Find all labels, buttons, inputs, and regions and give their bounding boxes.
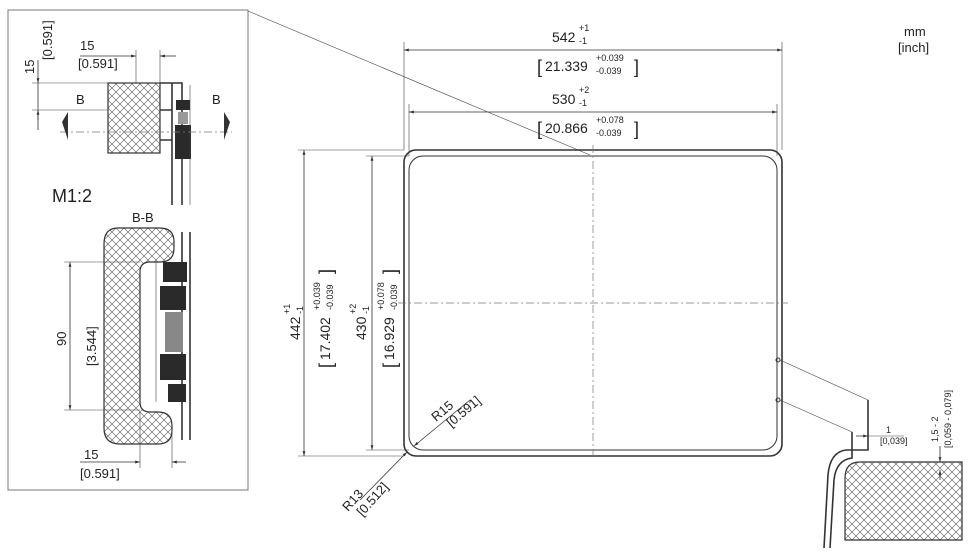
outer-width-tol-upper: +1 bbox=[579, 23, 589, 33]
inner-height-tol-lower: -1 bbox=[361, 306, 371, 314]
inner-width-mm: 530 bbox=[552, 91, 576, 107]
section-profile-hatch bbox=[103, 227, 175, 445]
outer-width-inch-lower: -0.039 bbox=[596, 66, 622, 76]
svg-text:[: [ bbox=[537, 119, 542, 139]
outer-height-inch-upper: +0.039 bbox=[312, 282, 322, 310]
svg-text:[: [ bbox=[316, 363, 336, 368]
inner-height-mm: 430 bbox=[353, 316, 369, 340]
section-marker-left: B bbox=[76, 92, 85, 107]
edge-section-hatch bbox=[844, 461, 963, 541]
detail-top-horizontal-mm: 15 bbox=[80, 38, 94, 53]
scale-label: M1:2 bbox=[52, 186, 92, 206]
units-inch: [inch] bbox=[898, 40, 929, 55]
detail-height-mm: 90 bbox=[54, 332, 69, 346]
detail-bottom-horizontal-mm: 15 bbox=[84, 447, 98, 462]
section-marker-right: B bbox=[212, 92, 221, 107]
detail-top-vertical-inch: [0.591] bbox=[40, 20, 55, 60]
svg-text:[: [ bbox=[537, 57, 542, 77]
outer-height-inch: 17.402 bbox=[317, 317, 333, 360]
outer-height-mm: 442 bbox=[287, 316, 303, 340]
inner-width-tol-upper: +2 bbox=[579, 85, 589, 95]
inner-height-inch: 16.929 bbox=[381, 317, 397, 360]
edge-gap-inch: [0,039] bbox=[880, 436, 908, 446]
outer-height-tol-lower: -1 bbox=[295, 306, 305, 314]
inner-width-inch: 20.866 bbox=[545, 120, 588, 136]
detail-frame bbox=[7, 9, 249, 491]
edge-detail: 1 [0,039] 1,5 - 2 [0,059 - 0,079] bbox=[775, 357, 963, 549]
inner-width-inch-lower: -0.039 bbox=[596, 128, 622, 138]
svg-text:]: ] bbox=[634, 57, 639, 77]
inner-height-tol-upper: +2 bbox=[348, 304, 358, 314]
top-section-hatch bbox=[107, 82, 161, 154]
inner-height-inch-upper: +0.078 bbox=[376, 282, 386, 310]
outer-width-inch: 21.339 bbox=[545, 58, 588, 74]
detail-top-horizontal-inch: [0.591] bbox=[78, 56, 118, 71]
edge-thickness-mm: 1,5 - 2 bbox=[930, 416, 940, 442]
outer-width-mm: 542 bbox=[552, 29, 576, 45]
units-mm: mm bbox=[904, 24, 926, 39]
svg-text:]: ] bbox=[316, 269, 336, 274]
outer-height-tol-upper: +1 bbox=[282, 304, 292, 314]
svg-text:]: ] bbox=[380, 269, 400, 274]
svg-text:]: ] bbox=[634, 119, 639, 139]
detail-height-inch: [3.544] bbox=[84, 326, 99, 366]
edge-thickness-inch: [0,059 - 0,079] bbox=[943, 390, 953, 448]
detail-top-vertical-mm: 15 bbox=[22, 60, 37, 74]
inner-height-inch-lower: -0.039 bbox=[389, 284, 399, 310]
outer-width-tol-lower: -1 bbox=[579, 36, 587, 46]
detail-view: B B 15 [0.591] 15 [0.591] M1:2 B-B 90 bbox=[7, 9, 249, 491]
inner-width-tol-lower: -1 bbox=[579, 98, 587, 108]
section-label: B-B bbox=[132, 210, 154, 225]
inner-width-inch-upper: +0.078 bbox=[596, 115, 624, 125]
main-view: 542 +1 -1 [ 21.339 +0.039 -0.039 ] 530 +… bbox=[282, 23, 788, 519]
detail-bottom-horizontal-inch: [0.591] bbox=[80, 466, 120, 481]
outer-width-inch-upper: +0.039 bbox=[596, 53, 624, 63]
outer-height-inch-lower: -0.039 bbox=[325, 284, 335, 310]
edge-gap-mm: 1 bbox=[886, 425, 891, 435]
svg-text:[: [ bbox=[380, 363, 400, 368]
